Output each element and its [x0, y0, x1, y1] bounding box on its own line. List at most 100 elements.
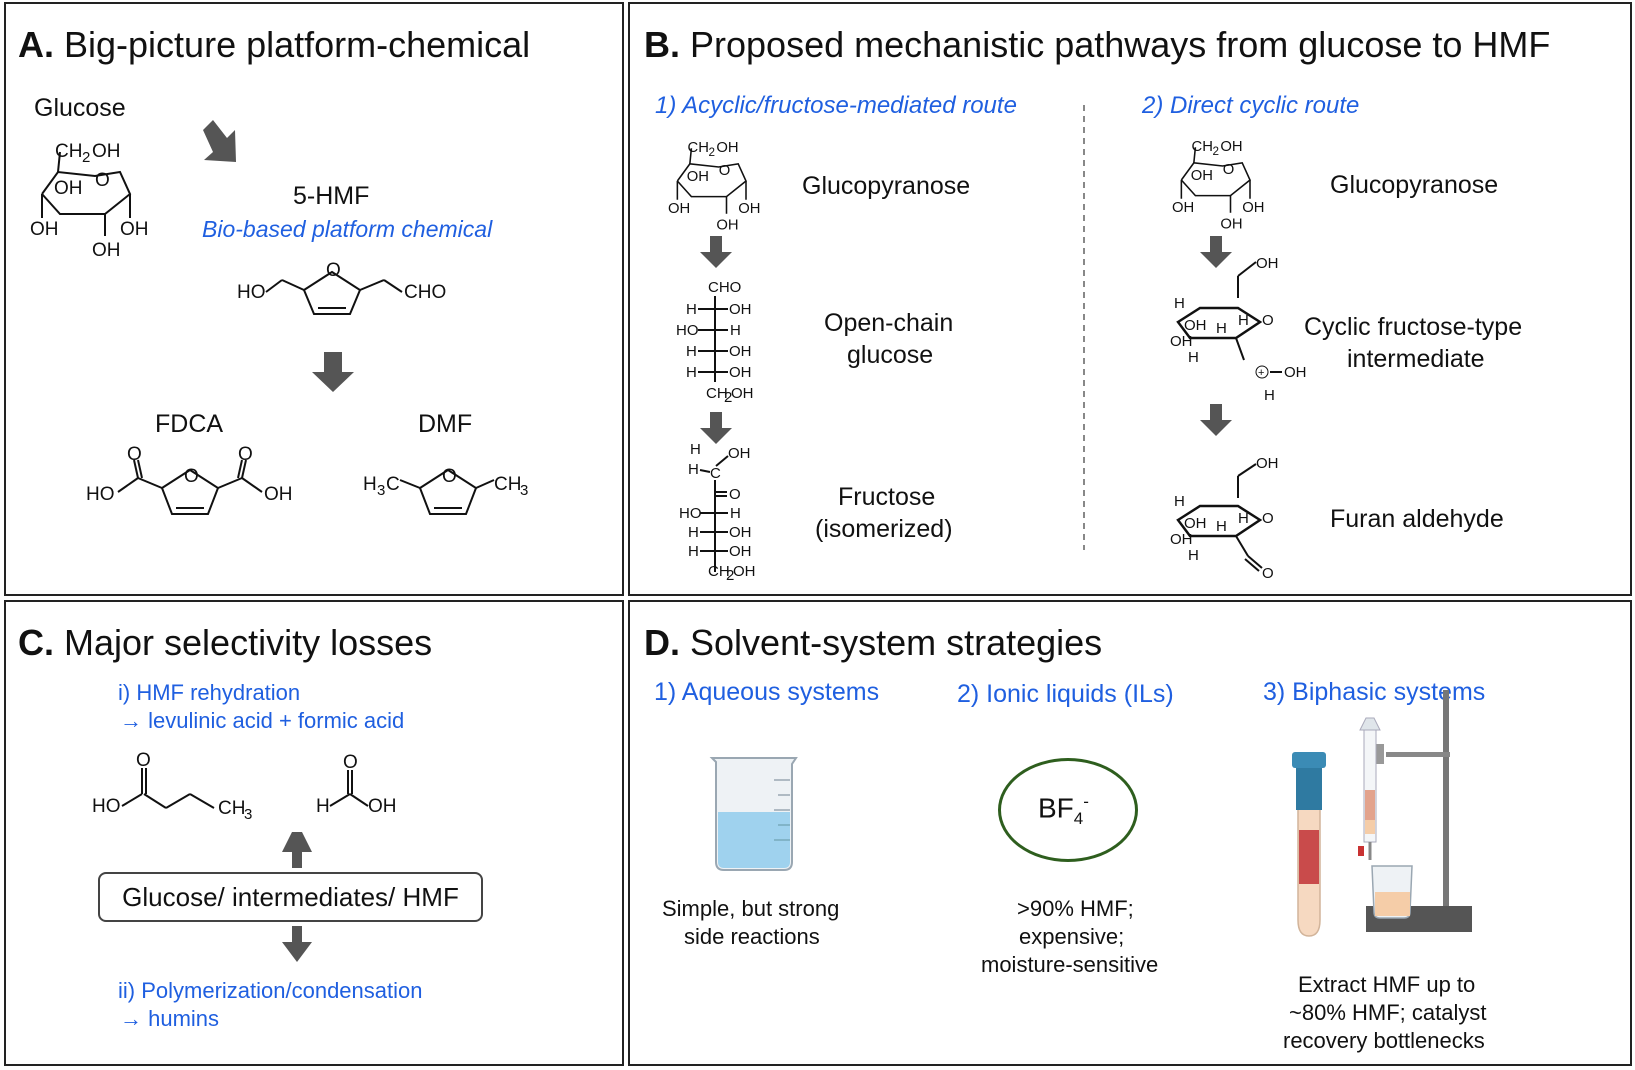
svg-text:CH: CH	[55, 141, 82, 162]
svg-text:2: 2	[709, 146, 716, 159]
r1-fructose-label-2: (isomerized)	[815, 515, 953, 543]
svg-text:C: C	[386, 474, 400, 495]
svg-text:H: H	[688, 524, 699, 541]
svg-text:OH: OH	[92, 141, 121, 162]
svg-text:H: H	[688, 461, 699, 478]
svg-text:H: H	[1174, 295, 1185, 312]
svg-text:O: O	[1223, 162, 1235, 178]
arrow-up-to-rehydration	[282, 832, 312, 868]
r1-open-chain-label-1: Open-chain	[824, 309, 954, 337]
svg-text:OH: OH	[716, 140, 738, 156]
svg-text:H: H	[686, 301, 697, 318]
r2-furan-aldehyde-label: Furan aldehyde	[1330, 505, 1504, 533]
r1-arrow-1	[700, 236, 732, 268]
panel-c	[4, 600, 624, 1066]
svg-text:CHO: CHO	[404, 282, 446, 303]
panel-c-letter: C.	[18, 622, 54, 663]
svg-text:OH: OH	[264, 484, 293, 505]
svg-text:OH: OH	[729, 524, 752, 541]
svg-text:OH: OH	[716, 217, 738, 233]
panel-a-title: A. Big-picture platform-chemical	[18, 24, 530, 66]
svg-text:OH: OH	[729, 301, 752, 318]
svg-text:OH: OH	[738, 201, 760, 217]
r2-arrow-2	[1200, 404, 1232, 436]
panel-d-letter: D.	[644, 622, 680, 663]
svg-text:O: O	[1262, 510, 1274, 527]
svg-text:O: O	[442, 466, 457, 487]
svg-text:3: 3	[244, 806, 252, 823]
svg-text:OH: OH	[729, 364, 752, 381]
svg-text:H: H	[1174, 493, 1185, 510]
panel-d-title-text: Solvent-system strategies	[690, 622, 1103, 663]
svg-text:HO: HO	[237, 282, 266, 303]
svg-text:OH: OH	[54, 178, 83, 199]
panel-a-letter: A.	[18, 24, 54, 65]
levulinic-acid-structure: HO O CH3	[92, 750, 252, 823]
svg-text:H: H	[1238, 510, 1249, 527]
svg-text:OH: OH	[733, 563, 756, 580]
panel-b-title: B. Proposed mechanistic pathways from gl…	[644, 24, 1550, 66]
panel-d-title: D. Solvent-system strategies	[644, 622, 1102, 664]
hmf-structure: HO O CHO	[237, 260, 446, 315]
formic-acid-structure: H O OH	[316, 752, 397, 817]
panel-b-letter: B.	[644, 24, 680, 65]
svg-text:OH: OH	[92, 240, 121, 261]
svg-text:OH: OH	[1184, 317, 1207, 334]
svg-text:H: H	[730, 505, 741, 522]
svg-text:HO: HO	[92, 796, 121, 817]
svg-text:O: O	[326, 260, 341, 281]
arrow-down-to-humins	[282, 926, 312, 962]
ionic-liquid-circle	[998, 758, 1138, 862]
svg-text:CH: CH	[218, 798, 245, 819]
svg-text:C: C	[710, 465, 721, 482]
svg-text:O: O	[238, 444, 253, 465]
strategy-1-desc-1: Simple, but strong	[662, 896, 840, 921]
r1-glucopyranose-label: Glucopyranose	[802, 172, 971, 200]
svg-text:H: H	[1216, 518, 1227, 535]
svg-text:H: H	[316, 796, 330, 817]
svg-text:OH: OH	[1242, 200, 1264, 216]
hmf-label: 5-HMF	[293, 182, 370, 210]
route-2-heading: 2) Direct cyclic route	[1142, 92, 1360, 119]
separatory-funnel-stand-icon	[1358, 690, 1472, 932]
svg-text:H: H	[686, 364, 697, 381]
svg-text:2: 2	[1213, 145, 1220, 158]
strategy-2-desc-3: moisture-sensitive	[981, 952, 1159, 977]
svg-text:O: O	[184, 466, 199, 487]
svg-text:2: 2	[724, 389, 732, 406]
svg-text:H: H	[1188, 547, 1199, 564]
bf4-base: BF	[1038, 792, 1074, 824]
glucose-label: Glucose	[34, 94, 126, 122]
svg-text:OH: OH	[729, 543, 752, 560]
fdca-structure: O O HO O OH	[86, 444, 293, 515]
svg-text:OH: OH	[1284, 364, 1307, 381]
svg-text:CHO: CHO	[708, 279, 741, 296]
panel-c-title-text: Major selectivity losses	[64, 622, 433, 663]
strategy-2-desc-1: >90% HMF;	[1017, 896, 1134, 921]
svg-text:CH: CH	[708, 563, 730, 580]
svg-text:H: H	[1216, 320, 1227, 337]
strategy-2-title: 2) Ionic liquids (ILs)	[957, 680, 1174, 708]
svg-text:O: O	[95, 170, 110, 191]
bf4-subscript: 4	[1073, 808, 1084, 828]
r1-arrow-2	[700, 412, 732, 444]
svg-text:H: H	[1188, 349, 1199, 366]
svg-text:O: O	[136, 750, 151, 771]
bf4-anion-label: BF4-	[1038, 792, 1089, 829]
svg-text:OH: OH	[728, 445, 751, 462]
central-species-box: Glucose/ intermediates/ HMF	[98, 872, 483, 922]
strategy-1-desc-2: side reactions	[684, 924, 820, 949]
r2-intermediate-label-2: intermediate	[1347, 345, 1485, 373]
arrow-hmf-down	[312, 352, 354, 392]
panel-a-title-text: Big-picture platform-chemical	[64, 24, 531, 65]
svg-text:OH: OH	[120, 219, 149, 240]
svg-text:CH: CH	[494, 474, 521, 495]
test-tube-icon	[1292, 752, 1326, 937]
